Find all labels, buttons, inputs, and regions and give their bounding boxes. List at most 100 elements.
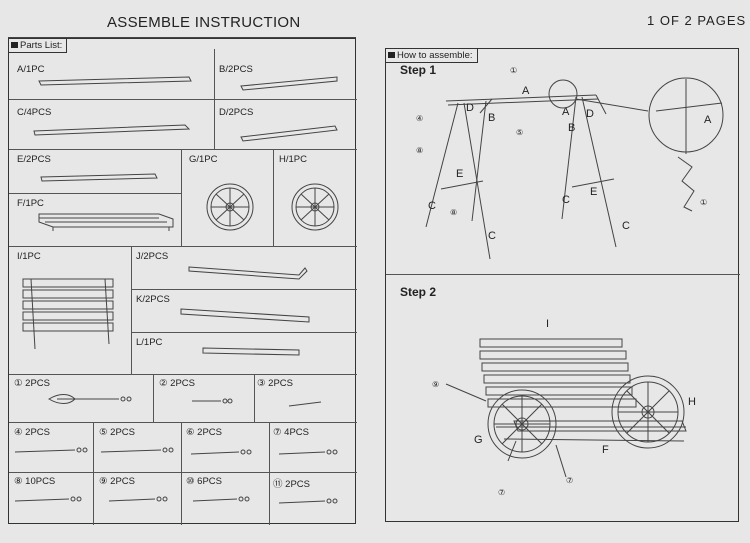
hardware-num: ⑥ <box>186 427 195 438</box>
label-c-1: C <box>428 200 436 212</box>
hardware-2-drawing <box>192 398 233 404</box>
hardware-8-drawing <box>14 496 82 502</box>
hardware-label-9: ⑨ 2PCS <box>99 476 135 487</box>
bench-drawing <box>445 338 687 478</box>
label-f: F <box>602 444 609 456</box>
part-label-c: C/4PCS <box>17 107 52 118</box>
label-hardware-1: ① <box>510 66 517 75</box>
parts-list-label: Parts List: <box>20 40 63 51</box>
hardware-label-3: ③ 2PCS <box>257 378 293 389</box>
hardware-label-4: ④ 2PCS <box>14 427 50 438</box>
assembly-diagram: A A D D B B A E E C C C C ① ① ④ ⑤ ⑧ ⑧ I … <box>416 66 724 497</box>
hardware-qty: 2PCS <box>25 427 50 438</box>
grid-line <box>9 193 181 194</box>
label-hardware-8: ⑧ <box>416 146 423 155</box>
grid-line <box>9 246 357 247</box>
hardware-label-6: ⑥ 2PCS <box>186 427 222 438</box>
hardware-10-drawing <box>192 496 250 502</box>
part-j-drawing <box>188 266 308 280</box>
part-label-k: K/2PCS <box>136 294 170 305</box>
grid-line <box>269 422 270 525</box>
hardware-qty: 10PCS <box>25 476 56 487</box>
grid-line <box>131 332 357 333</box>
part-k-drawing <box>180 308 310 323</box>
hardware-label-7: ⑦ 4PCS <box>273 427 309 438</box>
step-divider <box>386 274 740 275</box>
grid-line <box>131 246 132 374</box>
part-e-drawing <box>40 173 158 182</box>
hardware-num: ⑤ <box>99 427 108 438</box>
label-e-left: E <box>456 168 463 180</box>
grid-line <box>254 374 255 422</box>
parts-drawings <box>14 76 339 504</box>
part-h-drawing <box>291 183 339 231</box>
label-i: I <box>546 318 549 330</box>
label-a-small: A <box>562 106 570 118</box>
hardware-num: ① <box>14 378 23 389</box>
label-a: A <box>522 85 530 97</box>
label-hardware-5: ⑤ <box>516 128 523 137</box>
hardware-1-drawing <box>48 394 132 404</box>
grid-line <box>9 422 357 423</box>
label-hardware-7b: ⑦ <box>566 476 573 485</box>
part-label-e: E/2PCS <box>17 154 51 165</box>
hardware-3-drawing <box>288 401 322 407</box>
hardware-label-1: ① 2PCS <box>14 378 50 389</box>
part-label-b: B/2PCS <box>219 64 253 75</box>
hardware-5-drawing <box>100 447 174 453</box>
hardware-7-drawing <box>278 449 338 455</box>
label-b-right: B <box>568 122 575 134</box>
title-rule <box>8 37 356 38</box>
part-label-a: A/1PC <box>17 64 45 75</box>
hardware-4-drawing <box>14 447 88 453</box>
part-l-drawing <box>202 347 300 356</box>
hardware-qty: 2PCS <box>110 476 135 487</box>
how-to-header: How to assemble: <box>386 49 478 63</box>
part-d-drawing <box>240 125 338 142</box>
grid-line <box>214 49 215 149</box>
part-label-i: I/1PC <box>17 251 41 262</box>
label-hardware-4: ④ <box>416 114 423 123</box>
how-to-assemble-panel: How to assemble: Step 1 Step 2 <box>385 48 740 522</box>
hardware-label-8: ⑧ 10PCS <box>14 476 55 487</box>
hardware-num: ⑩ <box>186 476 195 487</box>
grid-line <box>9 374 357 375</box>
grid-line <box>181 149 182 246</box>
hardware-label-11: ⑪ 2PCS <box>273 476 310 490</box>
hardware-num: ⑦ <box>273 427 282 438</box>
grid-line <box>181 422 182 525</box>
step-1-title: Step 1 <box>400 63 437 77</box>
label-h: H <box>688 396 696 408</box>
hardware-qty: 2PCS <box>285 479 310 490</box>
label-hardware-8b: ⑧ <box>450 208 457 217</box>
hardware-qty: 2PCS <box>170 378 195 389</box>
hardware-6-drawing <box>190 449 252 455</box>
part-b-drawing <box>240 76 338 91</box>
part-g-drawing <box>206 183 254 231</box>
hardware-qty: 2PCS <box>110 427 135 438</box>
part-f-drawing <box>38 213 174 231</box>
part-label-h: H/1PC <box>279 154 307 165</box>
step-2-title: Step 2 <box>400 285 437 299</box>
label-hardware-7a: ⑦ <box>498 488 505 497</box>
label-d-left: D <box>466 102 474 114</box>
grid-line <box>9 99 357 100</box>
hardware-qty: 4PCS <box>284 427 309 438</box>
part-a-drawing <box>38 76 192 86</box>
parts-list-header: Parts List: <box>9 39 68 53</box>
document-title: ASSEMBLE INSTRUCTION <box>107 14 301 31</box>
grid-line <box>273 149 274 246</box>
label-c-3: C <box>562 194 570 206</box>
part-c-drawing <box>33 124 191 136</box>
label-c-4: C <box>622 220 630 232</box>
label-hardware-9: ⑨ <box>432 380 439 389</box>
hardware-qty: 2PCS <box>197 427 222 438</box>
part-label-d: D/2PCS <box>219 107 254 118</box>
hardware-label-5: ⑤ 2PCS <box>99 427 135 438</box>
hardware-qty: 2PCS <box>25 378 50 389</box>
hardware-label-2: ② 2PCS <box>159 378 195 389</box>
hardware-num: ⑪ <box>273 479 283 490</box>
label-c-2: C <box>488 230 496 242</box>
grid-line <box>9 149 357 150</box>
part-label-g: G/1PC <box>189 154 218 165</box>
